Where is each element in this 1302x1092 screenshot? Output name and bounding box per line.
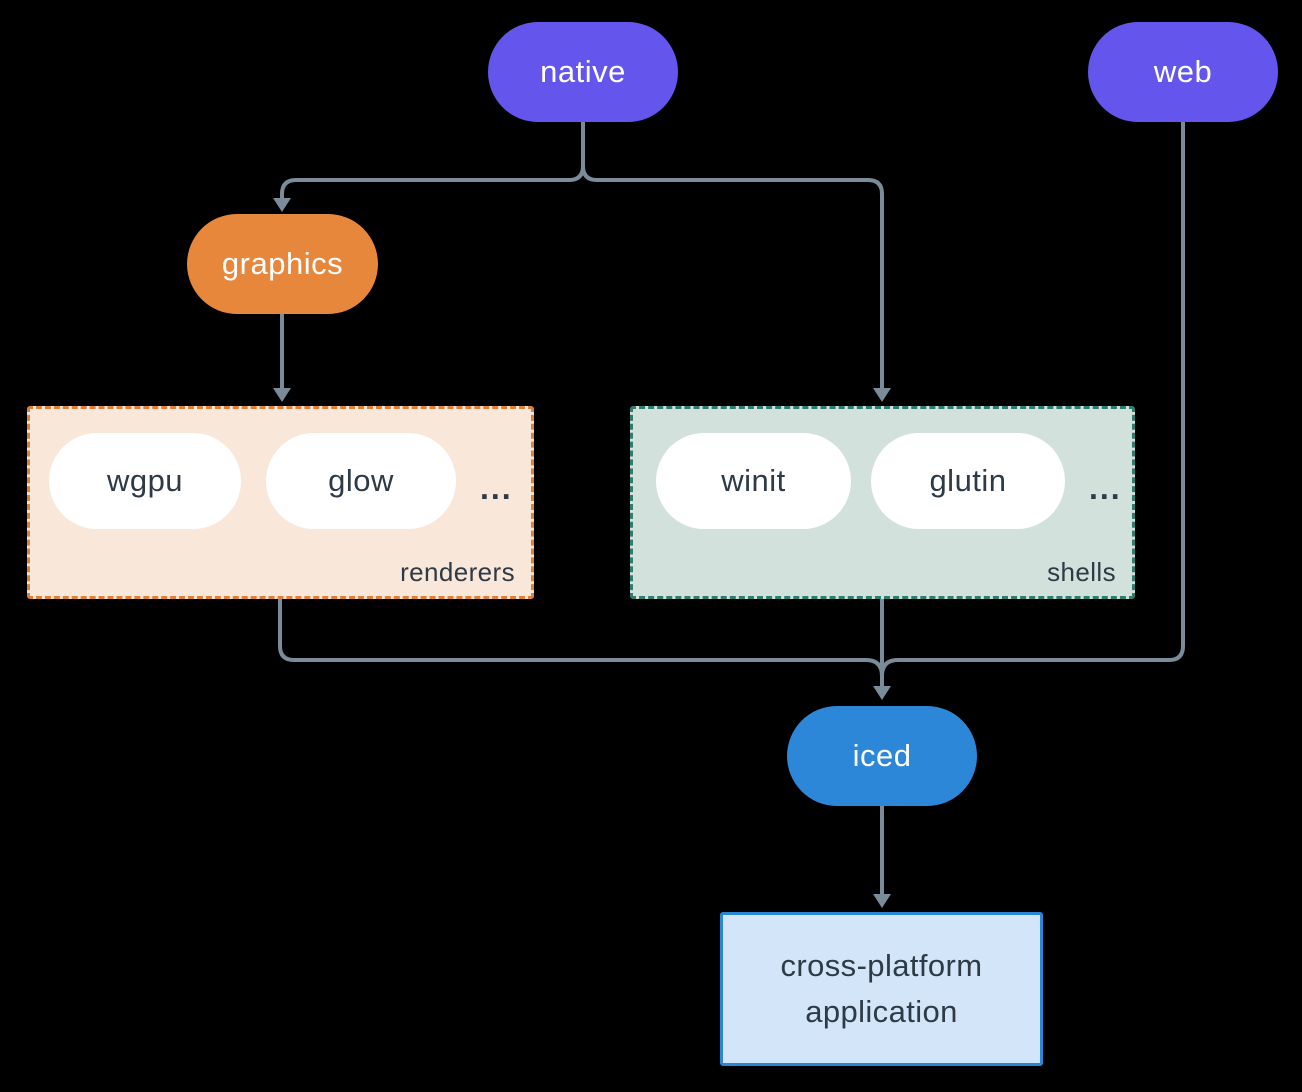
node-winit: winit	[656, 433, 851, 529]
node-web: web	[1088, 22, 1278, 122]
node-wgpu-label: wgpu	[106, 463, 184, 498]
renderers-group-label: renderers	[400, 557, 515, 587]
group-renderers: wgpu glow ... renderers	[27, 406, 534, 599]
node-graphics: graphics	[187, 214, 378, 314]
arrowhead-application	[873, 894, 891, 908]
shells-ellipsis: ...	[1089, 469, 1122, 506]
group-shells: winit glutin ... shells	[630, 406, 1135, 599]
node-glutin-label: glutin	[929, 463, 1007, 498]
node-wgpu: wgpu	[49, 433, 241, 529]
node-glow: glow	[266, 433, 456, 529]
connector-native-to-shells	[581, 122, 884, 389]
shells-group-label: shells	[1047, 557, 1116, 587]
node-winit-label: winit	[721, 463, 786, 498]
node-iced-label: iced	[852, 738, 912, 773]
renderers-ellipsis: ...	[480, 469, 513, 506]
arrowhead-iced	[873, 686, 891, 700]
node-glow-label: glow	[328, 463, 394, 498]
arrowhead-shells	[873, 388, 891, 402]
node-native-label: native	[540, 54, 626, 89]
node-web-label: web	[1153, 54, 1213, 89]
node-application: cross-platform application	[720, 912, 1043, 1066]
node-glutin: glutin	[871, 433, 1065, 529]
node-native: native	[488, 22, 678, 122]
node-iced: iced	[787, 706, 977, 806]
connector-renderers-to-iced	[278, 598, 884, 677]
node-application-label: cross-platform application	[780, 948, 983, 1029]
renderers-pill-row: wgpu glow ...	[49, 433, 531, 529]
shells-pill-row: winit glutin ...	[652, 433, 1132, 529]
connector-native-to-graphics	[280, 122, 585, 199]
arrowhead-graphics	[273, 198, 291, 212]
node-graphics-label: graphics	[221, 246, 344, 281]
arrowhead-renderers	[273, 388, 291, 402]
